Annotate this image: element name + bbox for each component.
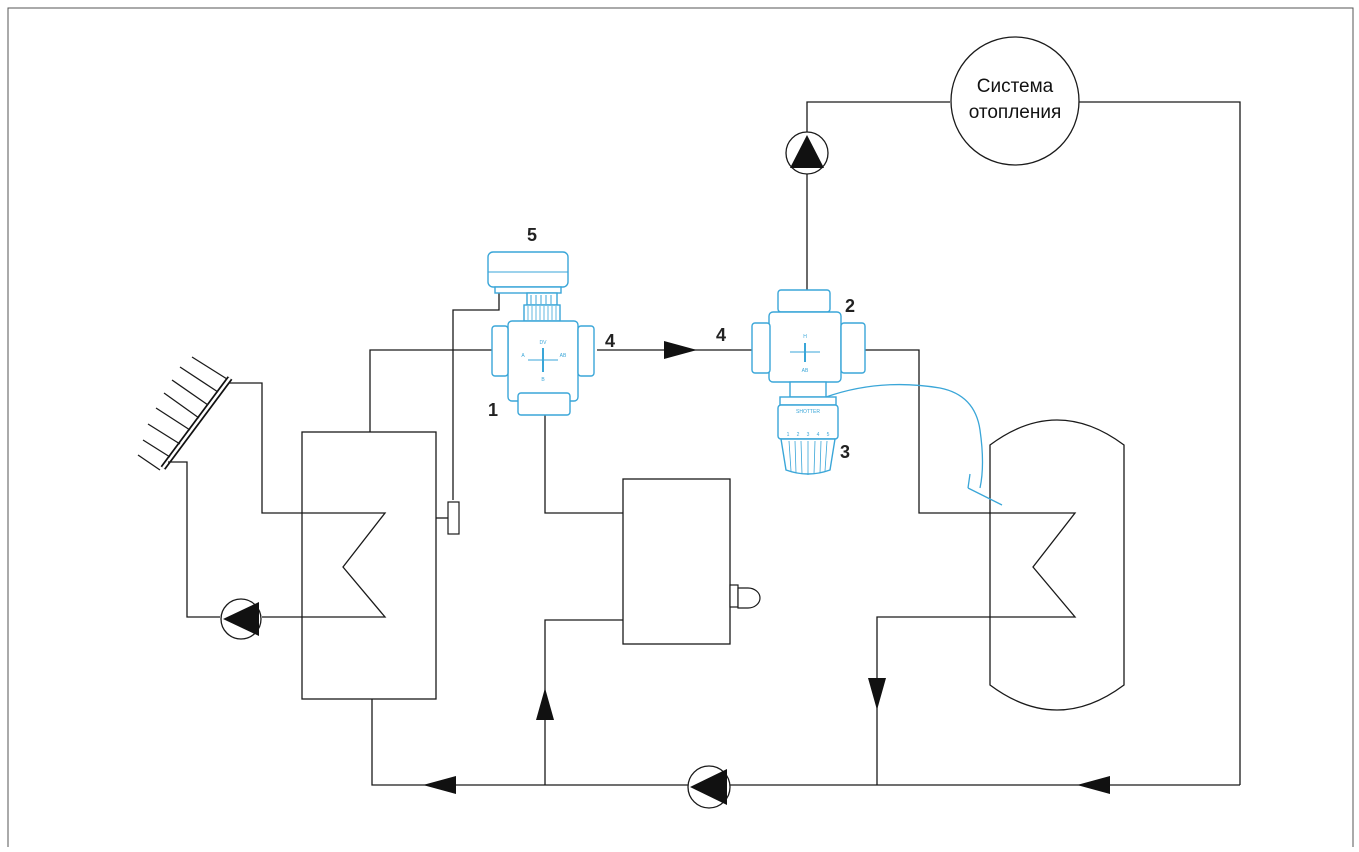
- arrow-down: [868, 678, 886, 710]
- head-scale-1: 1: [787, 432, 790, 438]
- solar-collector: [137, 356, 233, 471]
- label-thermostatic-head: 3: [840, 442, 850, 462]
- label-connection-right: 4: [716, 325, 726, 345]
- solar-pump: [220, 598, 262, 640]
- mixing-valve: DV A AB B: [491, 320, 595, 416]
- arrow-up: [536, 688, 554, 720]
- arrow-left-1: [423, 776, 456, 794]
- temperature-sensor: [447, 501, 460, 535]
- head-scale-2: 2: [797, 432, 800, 438]
- head-scale-4: 4: [817, 432, 820, 438]
- page-frame: [7, 7, 1354, 849]
- pipework: [168, 101, 1241, 786]
- mixing-valve-marking-ab: AB: [560, 353, 567, 359]
- boiler: [622, 478, 761, 645]
- heating-pump: [785, 131, 829, 175]
- flow-arrows: [423, 341, 1110, 794]
- head-scale-3: 3: [807, 432, 810, 438]
- label-actuator: 5: [527, 225, 537, 245]
- arrow-right: [664, 341, 697, 359]
- thermostatic-valve: H AB: [751, 289, 866, 383]
- label-mixing-valve: 1: [488, 400, 498, 420]
- head-scale-5: 5: [827, 432, 830, 438]
- mixing-valve-marking-b: B: [541, 377, 545, 383]
- hot-water-tank: [989, 419, 1125, 711]
- thermostatic-head: SHOTTER 1 2 3 4 5: [777, 381, 1003, 506]
- heating-system: Система отопления: [950, 36, 1080, 166]
- mixing-valve-marking-a: A: [521, 353, 525, 359]
- buffer-tank: [301, 431, 437, 700]
- label-connection-left: 4: [605, 331, 615, 351]
- thermostatic-valve-marking-top: H: [803, 334, 807, 340]
- arrow-left-2: [1077, 776, 1110, 794]
- label-thermostatic-valve: 2: [845, 296, 855, 316]
- return-pump: [687, 765, 731, 809]
- thermostatic-head-brand: SHOTTER: [796, 409, 820, 415]
- valve-actuator: [487, 251, 569, 322]
- mixing-valve-marking-top: DV: [540, 340, 548, 346]
- thermostatic-valve-marking-ab: AB: [802, 368, 809, 374]
- heating-label-line1: Система: [977, 76, 1054, 97]
- heating-label-line2: отопления: [969, 102, 1062, 123]
